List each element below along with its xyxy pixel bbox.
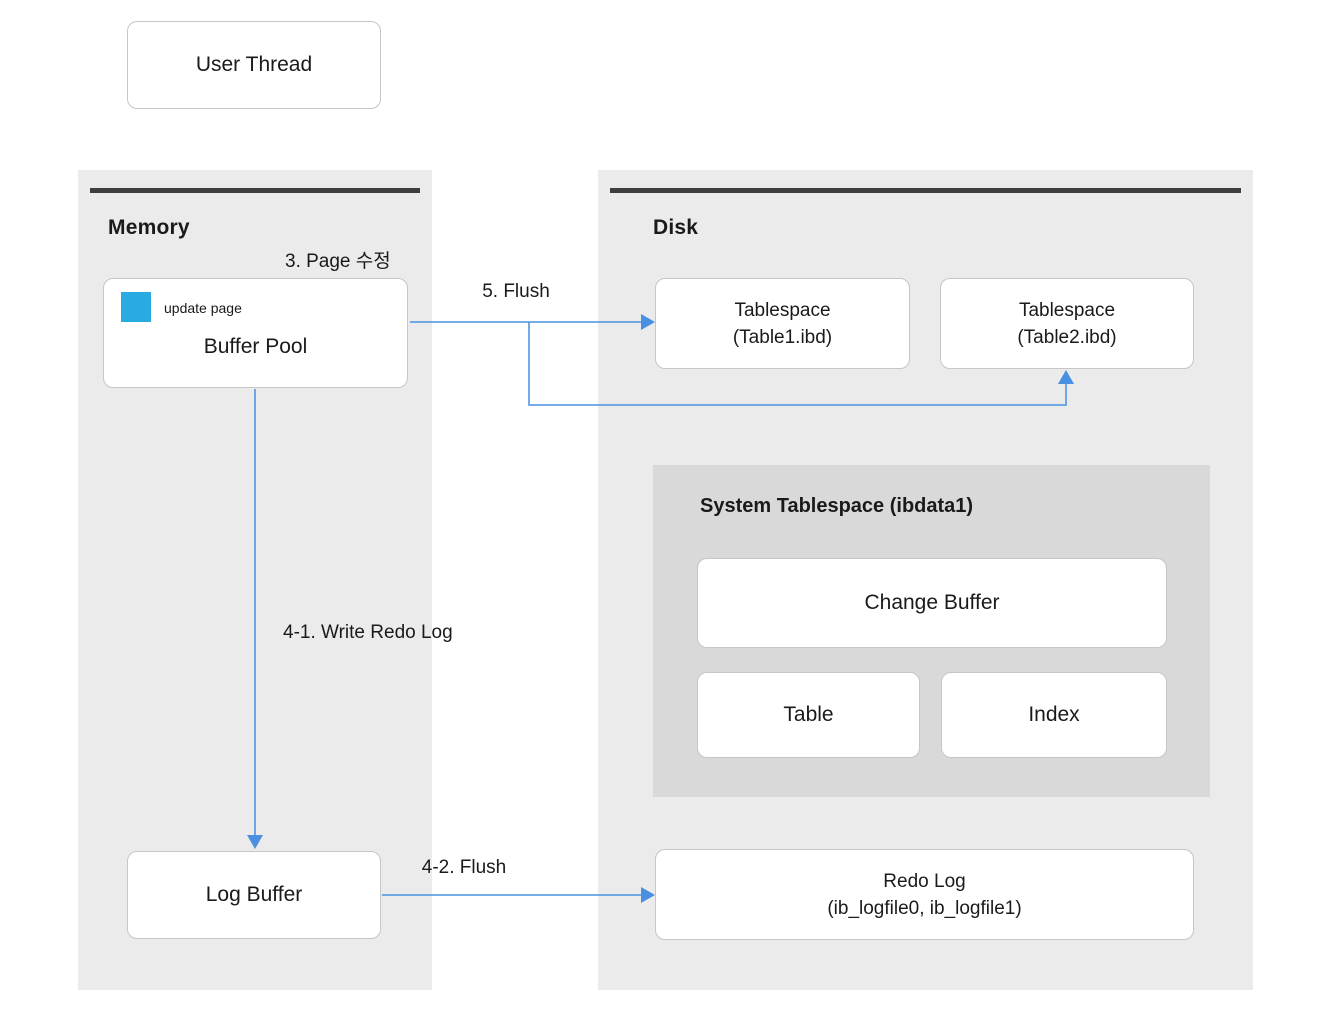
change-buffer-label: Change Buffer [864, 591, 1000, 614]
tablespace-table1-box: Tablespace (Table1.ibd) [655, 278, 910, 369]
log-buffer-label: Log Buffer [205, 883, 303, 906]
log-buffer-box: Log Buffer [127, 851, 381, 939]
system-tablespace-title: System Tablespace (ibdata1) [700, 495, 974, 517]
tablespace2-file: (Table2.ibd) [1017, 326, 1117, 348]
redo-log-title: Redo Log [883, 870, 966, 892]
update-page-label: update page [164, 300, 242, 316]
flush-redo-step-label: 4-2. Flush [421, 857, 507, 878]
tablespace1-file: (Table1.ibd) [732, 326, 833, 348]
disk-panel-rule [610, 188, 1241, 193]
user-thread-label: User Thread [195, 53, 313, 76]
table-box: Table [697, 672, 920, 758]
redo-log-files: (ib_logfile0, ib_logfile1) [827, 897, 1022, 919]
tablespace-table2-box: Tablespace (Table2.ibd) [940, 278, 1194, 369]
memory-panel-rule [90, 188, 420, 193]
flush-step-label: 5. Flush [482, 281, 550, 302]
buffer-pool-box: update page Buffer Pool [103, 278, 408, 388]
index-box: Index [941, 672, 1167, 758]
tablespace1-title: Tablespace [734, 299, 831, 321]
tablespace2-title: Tablespace [1018, 299, 1116, 321]
table-label: Table [783, 703, 834, 726]
index-label: Index [1028, 703, 1080, 726]
user-thread-box: User Thread [127, 21, 381, 109]
system-tablespace-panel: System Tablespace (ibdata1) Change Buffe… [653, 465, 1210, 797]
redo-log-box: Redo Log (ib_logfile0, ib_logfile1) [655, 849, 1194, 940]
page-edit-step-label: 3. Page 수정 [285, 251, 391, 272]
write-redo-log-step-label: 4-1. Write Redo Log [283, 622, 453, 643]
updated-page-icon [121, 292, 151, 322]
disk-panel-title: Disk [653, 216, 699, 239]
change-buffer-box: Change Buffer [697, 558, 1167, 648]
buffer-pool-label: Buffer Pool [203, 335, 308, 358]
memory-panel-title: Memory [108, 216, 190, 239]
